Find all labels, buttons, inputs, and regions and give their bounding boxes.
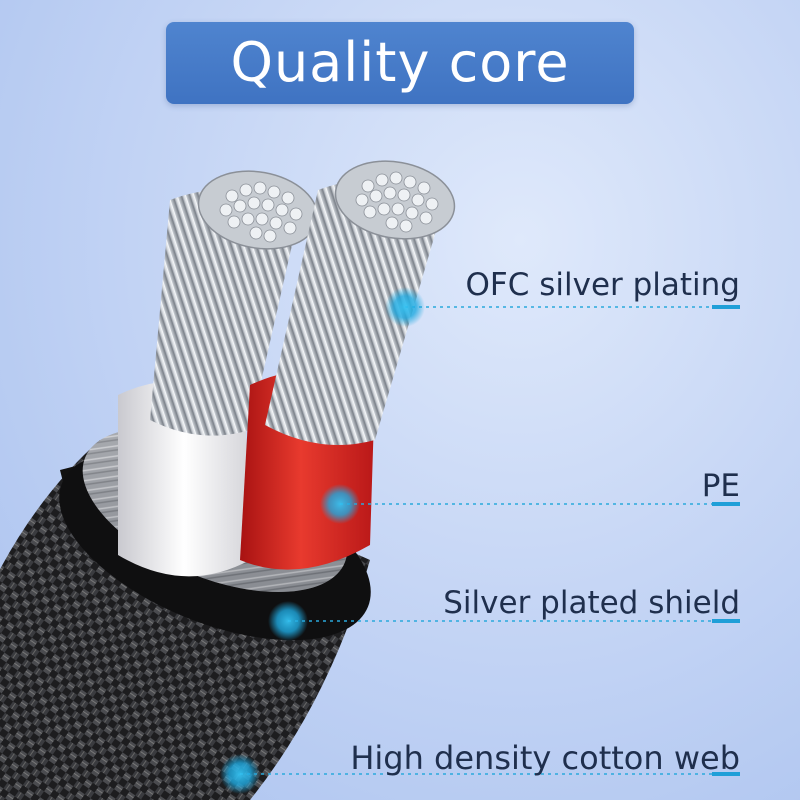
callout-underline-ticks	[712, 305, 740, 776]
callout-dots	[220, 287, 425, 794]
label-ofc-silver-plating: OFC silver plating	[465, 267, 740, 303]
tick-pe	[712, 502, 740, 506]
white-insulated-conductor	[118, 170, 319, 577]
tick-shield	[712, 619, 740, 623]
label-high-density-cotton-web: High density cotton web	[350, 739, 740, 777]
callout-leader-lines	[240, 306, 740, 775]
label-silver-plated-shield: Silver plated shield	[443, 585, 740, 621]
title-banner: Quality core	[166, 22, 634, 104]
tick-ofc	[712, 305, 740, 309]
callout-dot-pe	[320, 484, 360, 524]
page-title: Quality core	[230, 31, 570, 94]
callout-dot-web	[220, 754, 260, 794]
label-pe: PE	[701, 468, 740, 504]
callout-dot-shield	[268, 601, 308, 641]
red-insulated-conductor	[240, 160, 456, 570]
tick-web	[712, 772, 740, 776]
callout-dot-ofc	[385, 287, 425, 327]
